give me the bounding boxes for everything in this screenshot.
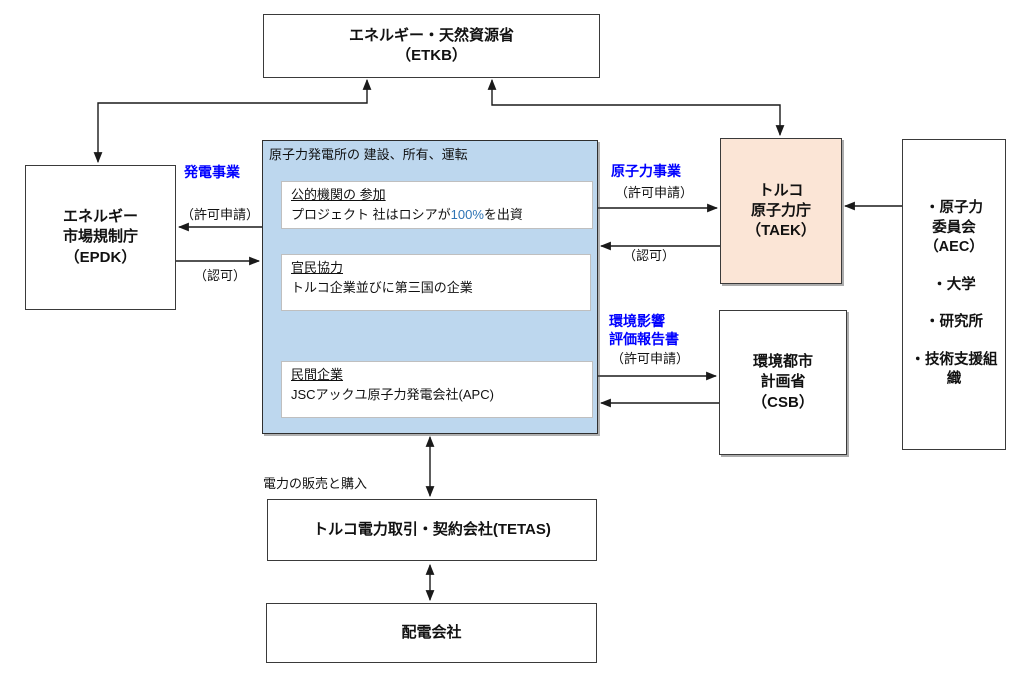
panel-plant-ownership: 原子力発電所の 建設、所有、運転 公的機関の 参加 プロジェクト 社はロシアが1… <box>262 140 598 434</box>
box-etkb: エネルギー・天然資源省 （ETKB） <box>263 14 600 78</box>
label-left-license-application: （許可申請） <box>181 207 260 222</box>
label-eia-report: 環境影響 評価報告書 <box>609 313 679 347</box>
label-power-generation-business: 発電事業 <box>184 164 240 180</box>
support-item-institute: ・研究所 <box>925 314 983 331</box>
panel-title: 原子力発電所の 建設、所有、運転 <box>269 147 468 162</box>
private-company-heading: 民間企業 <box>291 367 344 382</box>
highlight-100pct: 100% <box>450 207 484 223</box>
box-tetas: トルコ電力取引・契約会社(TETAS) <box>267 499 597 561</box>
panel-box-public-participation: 公的機関の 参加 プロジェクト 社はロシアが100%を出資 <box>281 181 593 229</box>
distribution-label: 配電会社 <box>401 623 462 641</box>
label-right-approval: （認可） <box>623 248 676 263</box>
label-mid-license-application: （許可申請） <box>611 351 690 366</box>
label-right-license-application: （許可申請） <box>615 185 694 200</box>
public-participation-body: プロジェクト 社はロシアが100%を出資 <box>291 207 523 223</box>
csb-line2: 計画省 <box>760 373 806 391</box>
label-power-sale-purchase: 電力の販売と購入 <box>263 476 368 491</box>
public-private-heading: 官民協力 <box>291 260 344 275</box>
label-nuclear-business: 原子力事業 <box>611 163 681 179</box>
box-csb: 環境都市 計画省 （CSB） <box>719 310 847 455</box>
private-company-body: JSCアックユ原子力発電会社(APC) <box>291 387 494 403</box>
csb-line1: 環境都市 <box>752 353 813 371</box>
box-taek: トルコ 原子力庁 （TAEK） <box>720 138 842 284</box>
epdk-line2: 市場規制庁 <box>62 228 138 246</box>
box-support-organizations: ・原子力 委員会 （AEC） ・大学 ・研究所 ・技術支援組 織 <box>902 139 1006 450</box>
panel-box-private-company: 民間企業 JSCアックユ原子力発電会社(APC) <box>281 361 593 418</box>
taek-line1: トルコ <box>758 181 804 199</box>
support-item-aec: ・原子力 委員会 （AEC） <box>924 200 984 256</box>
support-item-university: ・大学 <box>932 276 976 293</box>
public-participation-heading: 公的機関の 参加 <box>291 187 386 202</box>
public-private-body: トルコ企業並びに第三国の企業 <box>291 280 473 296</box>
panel-box-public-private: 官民協力 トルコ企業並びに第三国の企業 <box>281 254 591 311</box>
epdk-abbr: （EPDK） <box>64 248 137 266</box>
etkb-name: エネルギー・天然資源省 <box>348 26 514 44</box>
tetas-label: トルコ電力取引・契約会社(TETAS) <box>313 520 551 538</box>
epdk-line1: エネルギー <box>62 208 138 226</box>
support-item-tso: ・技術支援組 織 <box>910 351 998 388</box>
etkb-abbr: （ETKB） <box>396 47 467 64</box>
box-distribution-company: 配電会社 <box>266 603 597 663</box>
arrow-etkb-taek <box>487 78 785 137</box>
label-left-approval: （認可） <box>194 268 247 283</box>
csb-abbr: （CSB） <box>752 393 814 411</box>
box-epdk: エネルギー 市場規制庁 （EPDK） <box>25 165 176 310</box>
taek-abbr: （TAEK） <box>746 222 816 240</box>
taek-line2: 原子力庁 <box>750 201 811 219</box>
